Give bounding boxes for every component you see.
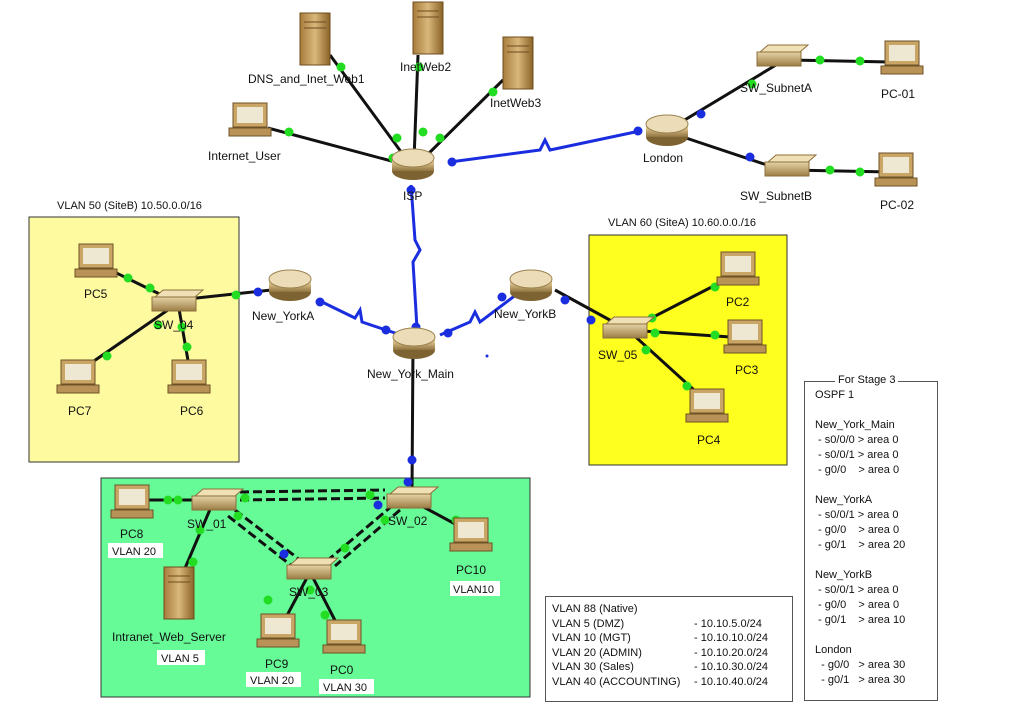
switch-sw-03[interactable]: SW_03 bbox=[286, 557, 340, 599]
label-sw-04: SW_04 bbox=[154, 318, 194, 332]
pc-02[interactable]: PC-02 bbox=[874, 152, 918, 212]
vlan-row: VLAN 40 (ACCOUNTING)- 10.10.40.0/24 bbox=[552, 675, 769, 688]
router-london[interactable]: London bbox=[643, 114, 689, 165]
label-pc10: PC10 bbox=[456, 563, 486, 577]
label-new-york-main: New_York_Main bbox=[367, 367, 454, 381]
label-isp: ISP bbox=[403, 189, 422, 203]
vlan-tag-pc9: VLAN 20 bbox=[246, 672, 301, 687]
label-pc-02: PC-02 bbox=[880, 198, 914, 212]
vlan-tag-pc0: VLAN 30 bbox=[319, 679, 374, 694]
router-isp[interactable]: ISP bbox=[391, 148, 435, 203]
pc9[interactable]: PC9 bbox=[256, 613, 300, 671]
router-new-yorkb[interactable]: New_YorkB bbox=[494, 269, 556, 321]
pc6[interactable]: PC6 bbox=[167, 359, 211, 418]
server-inetweb3[interactable]: InetWeb3 bbox=[490, 36, 541, 110]
pc7[interactable]: PC7 bbox=[56, 359, 100, 418]
label-dns-inet-web1: DNS_and_Inet_Web1 bbox=[248, 72, 365, 86]
svg-text:VLAN 20: VLAN 20 bbox=[250, 675, 294, 687]
svg-text:VLAN 30: VLAN 30 bbox=[323, 682, 367, 694]
label-pc0: PC0 bbox=[330, 663, 354, 677]
label-pc3: PC3 bbox=[735, 363, 759, 377]
stage3-legend: For Stage 3 bbox=[835, 374, 899, 386]
label-internet-user: Internet_User bbox=[208, 149, 281, 163]
label-sw-subnetb: SW_SubnetB bbox=[740, 189, 812, 203]
server-inetweb2[interactable]: InetWeb2 bbox=[400, 1, 451, 74]
vlan-table: VLAN 88 (Native) VLAN 5 (DMZ)- 10.10.5.0… bbox=[545, 596, 793, 702]
label-pc7: PC7 bbox=[68, 404, 92, 418]
zone-siteb-title: VLAN 50 (SiteB) 10.50.0.0/16 bbox=[57, 200, 202, 212]
switch-sw-05[interactable]: SW_05 bbox=[598, 316, 656, 362]
label-sw-03: SW_03 bbox=[289, 585, 329, 599]
vlan-tag-pc10: VLAN10 bbox=[450, 581, 500, 596]
zone-siteb bbox=[28, 216, 240, 463]
switch-sw-04[interactable]: SW_04 bbox=[151, 289, 205, 332]
label-pc8: PC8 bbox=[120, 527, 144, 541]
pc2[interactable]: PC2 bbox=[716, 251, 760, 309]
pc8[interactable]: PC8 bbox=[110, 484, 154, 541]
vlan-row: VLAN 30 (Sales)- 10.10.30.0/24 bbox=[552, 661, 769, 673]
vlan-row: VLAN 5 (DMZ)- 10.10.5.0/24 bbox=[552, 617, 762, 630]
router-new-yorka[interactable]: New_YorkA bbox=[252, 269, 314, 323]
pc-01[interactable]: PC-01 bbox=[880, 40, 924, 101]
vlan-row: VLAN 20 (ADMIN)- 10.10.20.0/24 bbox=[552, 646, 769, 659]
pc0[interactable]: PC0 bbox=[322, 619, 366, 677]
label-sw-01: SW_01 bbox=[187, 517, 227, 531]
label-pc2: PC2 bbox=[726, 295, 750, 309]
switch-sw-subneta[interactable]: SW_SubnetA bbox=[740, 44, 812, 95]
svg-text:VLAN10: VLAN10 bbox=[453, 584, 494, 596]
stage3-panel: For Stage 3 OSPF 1 New_York_Main - s0/0/… bbox=[804, 374, 938, 701]
label-pc4: PC4 bbox=[697, 433, 721, 447]
svg-text:VLAN 5: VLAN 5 bbox=[161, 653, 199, 665]
server-intranet-web[interactable]: Intranet_Web_Server bbox=[112, 566, 226, 644]
router-new-york-main[interactable]: New_York_Main bbox=[367, 327, 454, 381]
svg-text:VLAN 20: VLAN 20 bbox=[112, 546, 156, 558]
vlan-tag-server: VLAN 5 bbox=[157, 650, 205, 665]
pc4[interactable]: PC4 bbox=[685, 388, 729, 447]
pc5[interactable]: PC5 bbox=[74, 243, 118, 301]
pc10[interactable]: PC10 bbox=[449, 517, 493, 577]
label-london: London bbox=[643, 151, 683, 165]
label-sw-05: SW_05 bbox=[598, 348, 638, 362]
label-pc6: PC6 bbox=[180, 404, 204, 418]
label-new-yorkb: New_YorkB bbox=[494, 307, 556, 321]
vlan-row: VLAN 10 (MGT)- 10.10.10.0/24 bbox=[552, 632, 769, 644]
serial-links bbox=[317, 129, 641, 346]
label-pc9: PC9 bbox=[265, 657, 289, 671]
label-pc5: PC5 bbox=[84, 287, 108, 301]
label-sw-02: SW_02 bbox=[388, 514, 428, 528]
switch-sw-01[interactable]: SW_01 bbox=[187, 488, 245, 531]
server-dns-inet-web1[interactable]: DNS_and_Inet_Web1 bbox=[248, 12, 365, 86]
pc3[interactable]: PC3 bbox=[723, 319, 767, 377]
label-new-yorka: New_YorkA bbox=[252, 309, 314, 323]
switch-sw-02[interactable]: SW_02 bbox=[386, 486, 440, 528]
label-inetweb2: InetWeb2 bbox=[400, 60, 451, 74]
pc-internet-user[interactable]: Internet_User bbox=[208, 102, 281, 163]
switch-sw-subnetb[interactable]: SW_SubnetB bbox=[740, 154, 818, 203]
label-intranet-web-server: Intranet_Web_Server bbox=[112, 630, 226, 644]
label-sw-subneta: SW_SubnetA bbox=[740, 81, 812, 95]
stage3-ospf-text: OSPF 1 New_York_Main - s0/0/0 > area 0 -… bbox=[815, 389, 906, 686]
vlan-tag-pc8: VLAN 20 bbox=[108, 543, 163, 558]
zone-sitea-title: VLAN 60 (SiteA) 10.60.0.0./16 bbox=[608, 217, 756, 229]
label-pc-01: PC-01 bbox=[881, 87, 915, 101]
label-inetweb3: InetWeb3 bbox=[490, 96, 541, 110]
vlan-row: VLAN 88 (Native) bbox=[552, 603, 638, 615]
